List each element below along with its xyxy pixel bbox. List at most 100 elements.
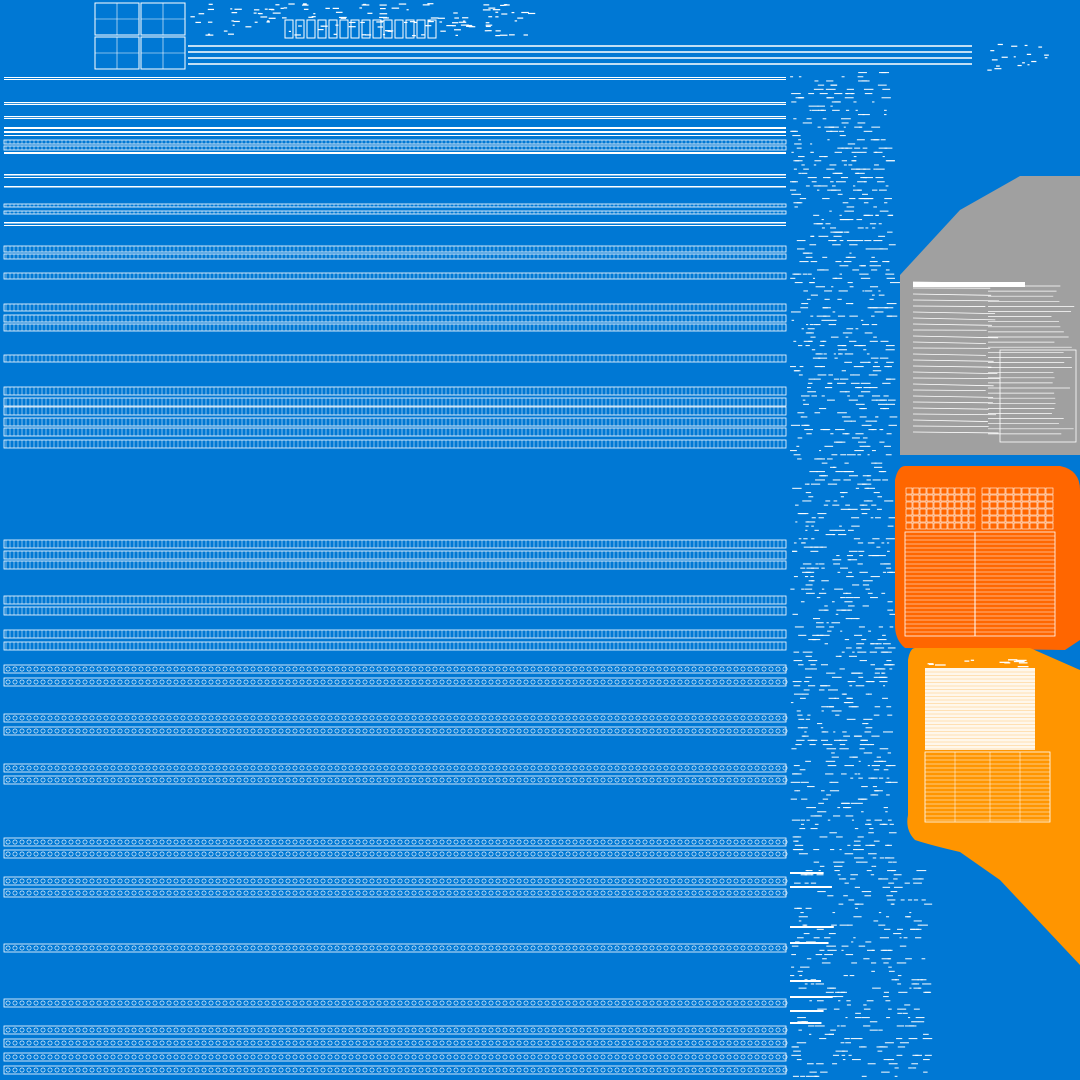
strip-ring — [131, 666, 137, 672]
scribble-box — [339, 19, 349, 39]
strip-ring — [586, 666, 592, 672]
strip-ring — [369, 666, 375, 672]
scribble-mark — [231, 12, 238, 14]
strip-ring — [607, 666, 613, 672]
strip-ring — [593, 666, 599, 672]
scribble-mark — [207, 21, 213, 23]
strip-band — [3, 253, 787, 260]
scribble-mark — [348, 26, 356, 28]
scribble-mark — [360, 21, 365, 24]
strip-ring — [47, 666, 53, 672]
strip-band — [3, 427, 787, 437]
strip-ring — [278, 666, 284, 672]
scribble-mark — [409, 21, 416, 23]
strip-ring — [635, 666, 641, 672]
scribble-mark — [227, 33, 234, 35]
scribble-mark — [452, 25, 456, 27]
scribble-mark — [320, 25, 324, 27]
scribble-mark — [485, 24, 493, 26]
scribble-mark — [340, 17, 347, 19]
strip-ring — [12, 666, 18, 672]
strip-band — [3, 539, 787, 549]
strip-ring — [642, 666, 648, 672]
strip-ring — [264, 666, 270, 672]
scribble-mark — [1026, 53, 1032, 55]
strip-band — [3, 272, 787, 280]
strip-ring — [446, 666, 452, 672]
scribble-mark — [1013, 56, 1016, 58]
strip-ring — [243, 666, 249, 672]
strip-band — [3, 203, 787, 208]
scribble-box — [317, 19, 327, 39]
strip-ring — [152, 666, 158, 672]
scribble-mark — [232, 24, 235, 26]
scribble-mark — [509, 34, 515, 36]
strip-ring — [572, 666, 578, 672]
strip-ring — [19, 666, 25, 672]
strip-ring — [481, 666, 487, 672]
scribble-mark — [253, 9, 260, 11]
scribble-mark — [487, 30, 492, 32]
scribble-mark — [380, 20, 385, 22]
strip-band — [3, 606, 787, 616]
scribble-mark — [517, 17, 524, 19]
scribble-mark — [1027, 64, 1030, 66]
strip-ring — [425, 666, 431, 672]
strip-ring — [187, 666, 193, 672]
strip-line — [4, 225, 786, 226]
scribble-mark — [428, 20, 434, 23]
strip-ring — [26, 666, 32, 672]
strip-ring — [460, 666, 466, 672]
scribble-mark — [511, 11, 515, 14]
strip-ring — [40, 666, 46, 672]
strip-ring — [628, 666, 634, 672]
scribble-mark — [264, 8, 268, 10]
strip-ring — [229, 666, 235, 672]
scribble-mark — [454, 29, 461, 31]
scribble-mark — [333, 33, 338, 35]
scribble-mark — [501, 13, 508, 15]
scribble-mark — [1011, 45, 1018, 47]
scribble-mark — [325, 7, 330, 9]
strip-ring — [180, 666, 186, 672]
scribble-box — [295, 19, 305, 39]
scribble-box — [372, 19, 382, 39]
strip-band — [3, 397, 787, 407]
scribble-mark — [414, 21, 417, 24]
scribble-mark — [223, 30, 228, 32]
strip-ring — [355, 666, 361, 672]
scribble-mark — [308, 16, 314, 18]
scribble-mark — [364, 34, 372, 36]
scribble-mark — [504, 4, 508, 6]
strip-line — [4, 186, 786, 188]
scribble-mark — [1044, 57, 1048, 59]
scribble-mark — [275, 4, 280, 6]
scribble-mark — [398, 3, 407, 5]
scribble-mark — [499, 34, 508, 36]
scribble-mark — [439, 21, 443, 23]
strip-ring — [145, 666, 151, 672]
scribble-mark — [253, 12, 257, 14]
scribble-mark — [245, 26, 252, 28]
scribble-mark — [266, 21, 270, 23]
strip-band — [3, 406, 787, 416]
scribble-mark — [528, 12, 536, 15]
scribble-mark — [207, 33, 211, 35]
scribble-mark — [437, 17, 445, 19]
strip-line — [4, 222, 786, 224]
scribble-mark — [379, 4, 387, 6]
strip-ring — [124, 666, 130, 672]
strip-ring — [166, 666, 172, 672]
strip-band — [3, 439, 787, 449]
strip-ring — [96, 666, 102, 672]
scribble-mark — [1044, 54, 1049, 56]
strip-ring — [551, 666, 557, 672]
scribble-mark — [205, 34, 214, 36]
scribble-box — [394, 19, 404, 39]
strip-ring — [110, 666, 116, 672]
strip-ring — [334, 666, 340, 672]
scribble-mark — [1017, 64, 1022, 67]
strip-ring — [502, 666, 508, 672]
strip-ring — [271, 666, 277, 672]
